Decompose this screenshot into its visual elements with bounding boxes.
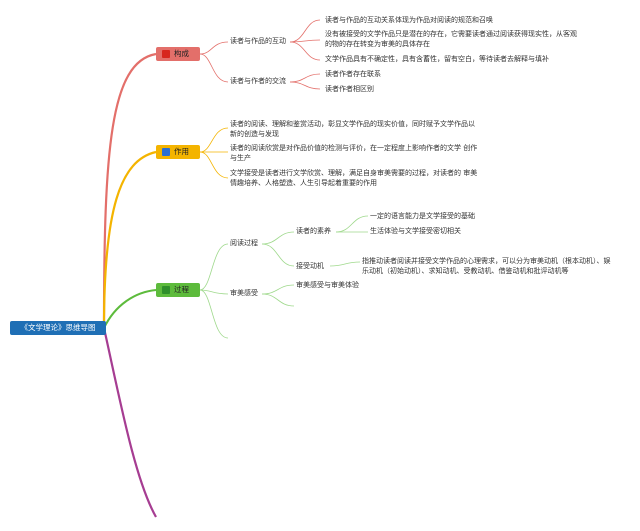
leaf-interaction-3[interactable]: 文学作品具有不确定性，具有含蓄性，留有空白，等待读者去解释与填补 [325,55,549,63]
category-composition[interactable]: 构成 [156,47,200,61]
category-composition-label: 构成 [174,49,189,58]
conn-func-1 [199,127,229,153]
red-square-icon [162,50,170,58]
node-reader-quality[interactable]: 读者的素养 [296,227,331,235]
branch-extra [102,327,157,518]
conn-aesthetic-2 [261,293,295,307]
conn-interaction-1 [289,19,321,43]
conn-reading-motive [261,243,295,267]
conn-func-3 [199,151,229,179]
category-process[interactable]: 过程 [156,283,200,297]
conn-proc-empty [199,289,229,339]
branch-function [102,150,157,329]
leaf-function-3[interactable]: 文学接受是读者进行文学欣赏、理解，满足自身审美需要的过程，对读者的 审美情趣培养… [230,169,478,187]
conn-interaction-3 [289,41,321,61]
conn-author-1 [289,73,321,83]
category-process-label: 过程 [174,285,189,294]
leaf-quality-1[interactable]: 一定的语言能力是文学接受的基础 [370,212,475,220]
conn-proc-reading [199,243,229,291]
leaf-interaction-2[interactable]: 没有被接受的文学作品只是潜在的存在，它需要读者通过阅读获得现实性，从客观的物的存… [325,30,577,48]
blue-square-icon [162,148,170,156]
leaf-motive-1[interactable]: 指推动读者阅读并接受文学作品的心理需求，可以分为审美动机（根本动机）、娱乐动机（… [362,257,611,275]
category-function[interactable]: 作用 [156,145,200,159]
root-node[interactable]: 《文学理论》思维导图 [10,321,106,335]
leaf-function-1[interactable]: 读者的阅读、理解和鉴赏活动，彰显文学作品的现实价值，同时赋予文学作品以新的创造与… [230,120,475,138]
node-reader-work-interaction[interactable]: 读者与作品的互动 [230,37,286,45]
leaf-interaction-1[interactable]: 读者与作品的互动关系体现为作品对阅读的规范和召唤 [325,16,493,24]
conn-comp-interaction [199,41,229,55]
leaf-function-2[interactable]: 读者的阅读欣赏是对作品价值的检测与评价，在一定程度上影响作者的文学 创作与生产 [230,144,478,162]
conn-author-2 [289,81,321,90]
node-acceptance-motive[interactable]: 接受动机 [296,262,324,270]
conn-comp-author [199,53,229,83]
node-reading-process[interactable]: 阅读过程 [230,239,258,247]
leaf-author-2[interactable]: 读者作者相区别 [325,85,374,93]
category-function-label: 作用 [174,147,189,156]
conn-motive-1 [329,261,361,267]
leaf-author-1[interactable]: 读者作者存在联系 [325,70,381,78]
conn-quality-1 [335,215,369,233]
green-mountain-icon [162,286,170,294]
conn-proc-aesthetic [199,289,229,295]
conn-reading-quality [261,231,295,245]
conn-aesthetic-1 [261,284,295,295]
node-aesthetic-feeling[interactable]: 审美感受 [230,289,258,297]
branch-process [103,289,157,329]
node-reader-author-exchange[interactable]: 读者与作者的交流 [230,77,286,85]
branch-composition [102,52,157,329]
leaf-quality-2[interactable]: 生活体验与文学接受密切相关 [370,227,461,235]
leaf-aesthetic-1[interactable]: 审美感受与审美体验 [296,281,359,289]
